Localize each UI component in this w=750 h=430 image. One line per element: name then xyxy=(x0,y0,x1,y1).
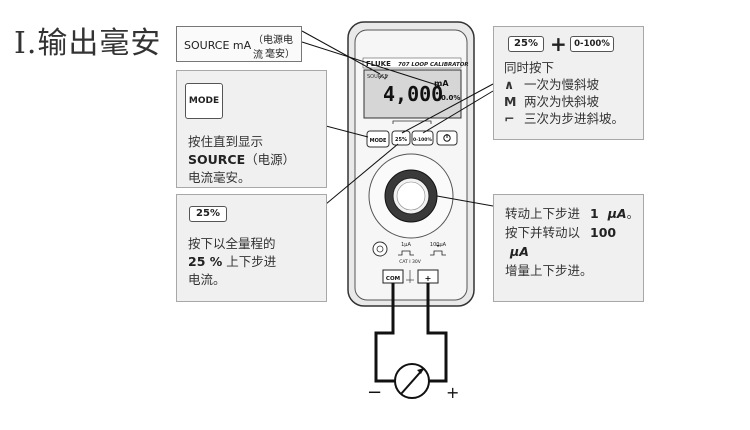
leader-source-1 xyxy=(301,30,381,75)
ramp-header: 同时按下 xyxy=(504,60,555,75)
knob-center xyxy=(396,181,426,211)
fast-ramp-icon: M xyxy=(504,94,517,109)
device-model: 707 LOOP CALIBRATOR xyxy=(398,62,469,68)
knob-line2-val: 100 xyxy=(590,225,617,240)
mode-panel-text: 按住直到显示 SOURCE（电源） 电流毫安。 xyxy=(188,133,295,187)
source-label-sub2: 毫安） xyxy=(265,49,295,60)
press-down-icon xyxy=(436,245,440,249)
leader-mode xyxy=(325,125,369,138)
terminal-com-label: COM xyxy=(386,276,400,282)
range-panel-text: 按下以全量程的 25 % 上下步进 电流。 xyxy=(188,235,276,289)
leader-25 xyxy=(325,143,399,205)
range-panel: 25% 按下以全量程的 25 % 上下步进 电流。 xyxy=(176,194,327,302)
device-brand: FLUKE xyxy=(366,60,391,68)
lcd-ramp-icon xyxy=(378,74,389,80)
ramp-plus: + xyxy=(550,32,567,56)
knob-line1-pre: 转动上下步进 xyxy=(505,206,581,221)
device-mode-button-label: MODE xyxy=(370,138,387,144)
knob-line2-unit: µA xyxy=(510,244,529,259)
ramp-button-25: 25% xyxy=(508,36,544,52)
ramp-item-fast: M 两次为快斜坡 xyxy=(504,93,624,110)
mode-text-line3: 电流毫安。 xyxy=(188,170,251,185)
range-text-line1: 按下以全量程的 xyxy=(188,236,276,251)
button-pair-bracket xyxy=(392,120,432,124)
page-title: I.输出毫安 xyxy=(14,26,162,61)
knob-rotate-icon xyxy=(372,241,388,257)
knob-rotate-icon-inner xyxy=(376,245,384,253)
knob-panel: 转动上下步进 1 µA。 按下并转动以 100 µA 增量上下步进。 xyxy=(493,194,644,302)
knob-panel-text: 转动上下步进 1 µA。 按下并转动以 100 µA 增量上下步进。 xyxy=(505,204,643,280)
source-label-main: SOURCE mA xyxy=(184,39,252,52)
ramp-item-fast-text: 两次为快斜坡 xyxy=(523,94,599,109)
leader-knob xyxy=(436,195,494,207)
knob-text-line1: 转动上下步进 1 µA。 xyxy=(505,204,643,223)
range-text-pct: 25 % xyxy=(188,254,223,269)
mode-text-power: （电源） xyxy=(245,152,296,167)
mode-text-source: SOURCE xyxy=(188,152,246,167)
step-100ua-icon xyxy=(430,250,446,256)
wire-negative xyxy=(374,283,396,383)
label-cat: CAT I 30V xyxy=(399,259,422,265)
label-1ua: 1µA xyxy=(401,242,411,248)
mode-button-graphic: MODE xyxy=(185,83,223,119)
lcd-percent: 0.0% xyxy=(441,94,460,102)
slow-ramp-icon: ∧ xyxy=(504,77,515,92)
device-25-button-label: 25% xyxy=(395,137,407,143)
circuit-minus: − xyxy=(367,382,382,403)
ramp-panel-text: 同时按下 ∧ 一次为慢斜坡 M 两次为快斜坡 ⌐ 三次为步进斜坡。 xyxy=(504,59,624,127)
ramp-item-slow-text: 一次为慢斜坡 xyxy=(523,77,599,92)
knob-line2-pre: 按下并转动以 xyxy=(505,225,581,240)
device-0100-button-label: 0-100% xyxy=(413,137,432,143)
loop-circuit xyxy=(374,283,448,383)
circuit-plus: + xyxy=(446,383,459,402)
source-label-sub1: （电源电流 xyxy=(253,35,293,61)
knob-text-line2: 按下并转动以 100 µA xyxy=(505,223,643,261)
knob-text-line3: 增量上下步进。 xyxy=(505,263,593,278)
mode-panel: MODE 按住直到显示 SOURCE（电源） 电流毫安。 xyxy=(176,70,327,188)
source-label-box: SOURCE mA （电源电流 毫安） xyxy=(176,26,302,62)
ramp-button-0100: 0-100% xyxy=(570,36,614,52)
mode-text-line1: 按住直到显示 xyxy=(188,134,264,149)
meter-arrow-icon xyxy=(417,368,424,374)
leader-source-2 xyxy=(301,41,441,87)
lcd-reading: 4,000 xyxy=(383,82,443,106)
ramp-item-step: ⌐ 三次为步进斜坡。 xyxy=(504,110,624,127)
device-0100-button[interactable] xyxy=(411,130,434,146)
mode-text-line2: SOURCE（电源） xyxy=(188,151,295,169)
range-button-graphic: 25% xyxy=(189,206,227,222)
knob-line1-val: 1 xyxy=(590,206,599,221)
device-mode-button[interactable] xyxy=(366,130,390,148)
ramp-panel: 25% + 0-100% 同时按下 ∧ 一次为慢斜坡 M 两次为快斜坡 ⌐ 三次… xyxy=(493,26,644,140)
wire-positive xyxy=(426,283,448,383)
range-text-step: 上下步进 xyxy=(222,254,277,269)
terminal-plus-label: + xyxy=(425,274,432,283)
calibrator-device: FLUKE 707 LOOP CALIBRATOR SOURCE 4,000 m… xyxy=(347,21,475,307)
step-1ua-icon xyxy=(398,250,414,256)
ramp-item-step-text: 三次为步进斜坡。 xyxy=(523,111,624,126)
knob-line1-end: 。 xyxy=(626,206,640,221)
leader-ramp-2 xyxy=(422,90,494,134)
device-25-button[interactable] xyxy=(391,130,411,146)
range-text-line3: 电流。 xyxy=(188,272,226,287)
range-text-line2: 25 % 上下步进 xyxy=(188,253,276,271)
ramp-item-slow: ∧ 一次为慢斜坡 xyxy=(504,76,624,93)
lcd-unit: mA xyxy=(434,79,449,88)
step-ramp-icon: ⌐ xyxy=(504,111,515,126)
knob-line1-unit: µA xyxy=(607,206,627,221)
device-header-strip xyxy=(362,57,462,69)
leader-lines xyxy=(301,30,494,207)
leader-ramp-1 xyxy=(401,83,494,134)
lcd-source-tag: SOURCE xyxy=(367,74,388,80)
